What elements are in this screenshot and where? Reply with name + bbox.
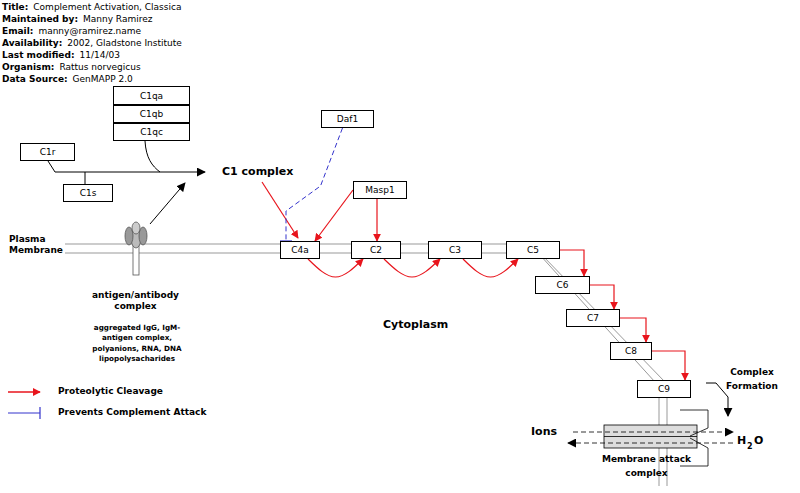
protein-box: Masp1 xyxy=(353,181,407,199)
protein-box: C6 xyxy=(535,276,590,294)
protein-name: C1s xyxy=(80,188,97,198)
protein-name: C1qb xyxy=(140,109,163,119)
protein-box: C1r xyxy=(20,143,75,161)
cleavage-connector xyxy=(384,259,440,277)
protein-name: C1qc xyxy=(140,127,163,137)
protein-box: C2 xyxy=(351,241,401,259)
header-key: Data Source: xyxy=(2,74,68,85)
protein-box: C1qc xyxy=(113,123,190,141)
protein-box: C4a xyxy=(280,241,320,259)
cleavage-connector xyxy=(376,199,377,241)
protein-box: Daf1 xyxy=(321,110,374,128)
protein-name: C2 xyxy=(370,245,382,255)
protein-name: C5 xyxy=(527,245,539,255)
header-value: Manny Ramirez xyxy=(83,14,152,25)
diagram-label: Membrane attack complex xyxy=(599,452,694,481)
protein-name: C8 xyxy=(625,346,637,356)
cleavage-connector xyxy=(463,259,518,277)
protein-box: C1qa xyxy=(113,86,190,105)
diagram-label: Complex Formation xyxy=(724,366,780,393)
protein-name: C1r xyxy=(40,147,56,157)
protein-name: C4a xyxy=(291,245,309,255)
antibody-symbol xyxy=(125,222,147,275)
header-value: 2002, Gladstone Institute xyxy=(67,38,182,49)
protein-box: C1s xyxy=(63,184,113,202)
legend-samples xyxy=(8,392,40,413)
complex-formation-arrow xyxy=(706,383,728,416)
header-value: Rattus norvegicus xyxy=(59,62,140,73)
cleavage-connector xyxy=(590,285,614,309)
header-value: Complement Activation, Classica xyxy=(33,2,181,13)
protein-name: C3 xyxy=(449,245,461,255)
protein-box: C5 xyxy=(506,241,560,259)
protein-box: C7 xyxy=(566,309,620,327)
diagram-label: Cytoplasm xyxy=(383,318,448,331)
diagram-label: O xyxy=(754,434,763,447)
cleavage-connector xyxy=(308,259,363,277)
protein-box: C3 xyxy=(428,241,482,259)
diagram-label: aggregated IgG, IgM-antigen complex, pol… xyxy=(82,323,192,365)
c1-complex-cleavage-arrow xyxy=(262,182,298,238)
header-value: manny@ramirez.name xyxy=(38,26,141,37)
plasma-membrane xyxy=(65,244,667,486)
cleavage-connector xyxy=(652,351,685,380)
protein-name: Masp1 xyxy=(365,185,394,195)
protein-name: C6 xyxy=(556,280,568,290)
protein-name: Daf1 xyxy=(337,114,358,124)
protein-name: C9 xyxy=(658,384,670,394)
inhibition-connector xyxy=(286,128,343,241)
header-key: Organism: xyxy=(2,62,54,73)
legend-text: Prevents Complement Attack xyxy=(58,407,206,418)
cleavage-connector xyxy=(315,190,353,241)
header-value: 11/14/03 xyxy=(80,50,120,61)
diagram-label: Plasma Membrane xyxy=(9,234,69,256)
legend-text: Proteolytic Cleavage xyxy=(58,386,163,397)
protein-name: C1qa xyxy=(140,91,163,101)
diagram-label: antigen/antibody complex xyxy=(83,290,188,312)
header-key: Maintained by: xyxy=(2,14,78,25)
header-key: Email: xyxy=(2,26,33,37)
cleavage-connector xyxy=(560,250,584,276)
cleavage-connector xyxy=(620,318,646,342)
protein-name: C7 xyxy=(587,313,599,323)
header-key: Last modified: xyxy=(2,50,75,61)
diagram-label: C1 complex xyxy=(222,165,293,178)
diagram-label: 2 xyxy=(747,442,753,452)
diagram-label: Ions xyxy=(531,425,557,438)
protein-box: C9 xyxy=(637,380,691,398)
protein-box: C1qb xyxy=(113,105,190,123)
header-key: Title: xyxy=(2,2,28,13)
header-key: Availability: xyxy=(2,38,62,49)
header-value: GenMAPP 2.0 xyxy=(73,74,133,85)
protein-box: C8 xyxy=(610,342,652,360)
diagram-label: H xyxy=(737,434,746,447)
